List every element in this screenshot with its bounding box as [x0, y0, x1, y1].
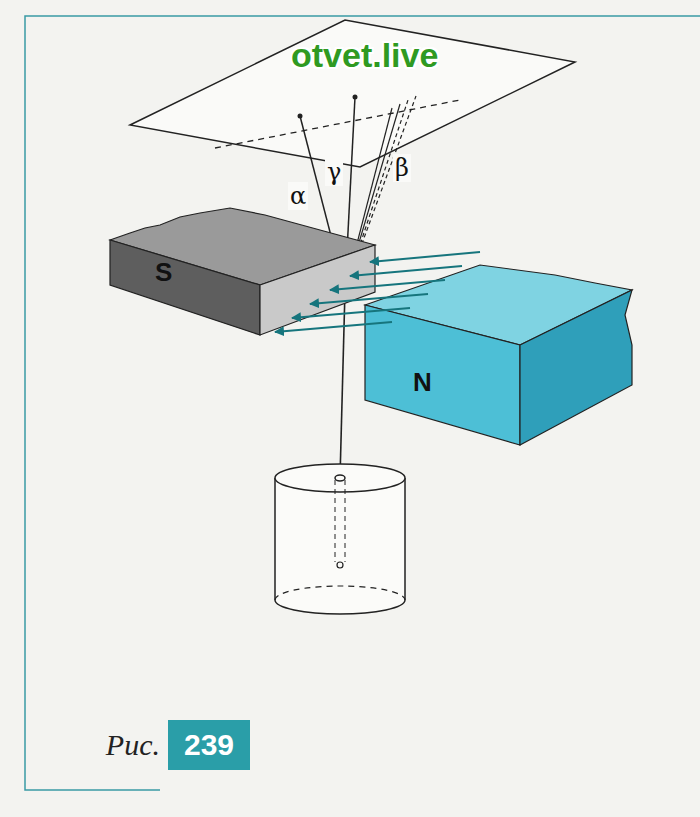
ray-label: β [393, 154, 411, 182]
cylinder-top [275, 464, 405, 492]
figure-number-box: 239 [168, 720, 250, 770]
cylinder-hidden [275, 586, 405, 600]
watermark: otvet.live [291, 36, 438, 75]
channel [335, 475, 345, 481]
channel [335, 480, 345, 562]
dashed-line [215, 100, 460, 148]
ray-label: α [288, 182, 308, 210]
magnet-shape [355, 255, 645, 450]
magnet-face [365, 305, 520, 445]
ray-label: γ [325, 158, 343, 186]
magnet-pole: S [100, 195, 390, 345]
magnet-face [520, 290, 632, 445]
figure-number: 239 [184, 728, 234, 762]
figure-caption: Рис. [106, 728, 160, 762]
magnet-pole: N [355, 255, 645, 450]
field-arrow [370, 252, 480, 262]
ray [340, 290, 345, 478]
pole-label: N [413, 367, 432, 398]
pole-label: S [155, 257, 172, 288]
lead-cylinder [275, 478, 405, 614]
frame [25, 16, 700, 790]
magnet-face [260, 245, 375, 335]
magnet-shape [100, 195, 390, 345]
magnet-face [110, 240, 260, 335]
source [337, 562, 343, 568]
